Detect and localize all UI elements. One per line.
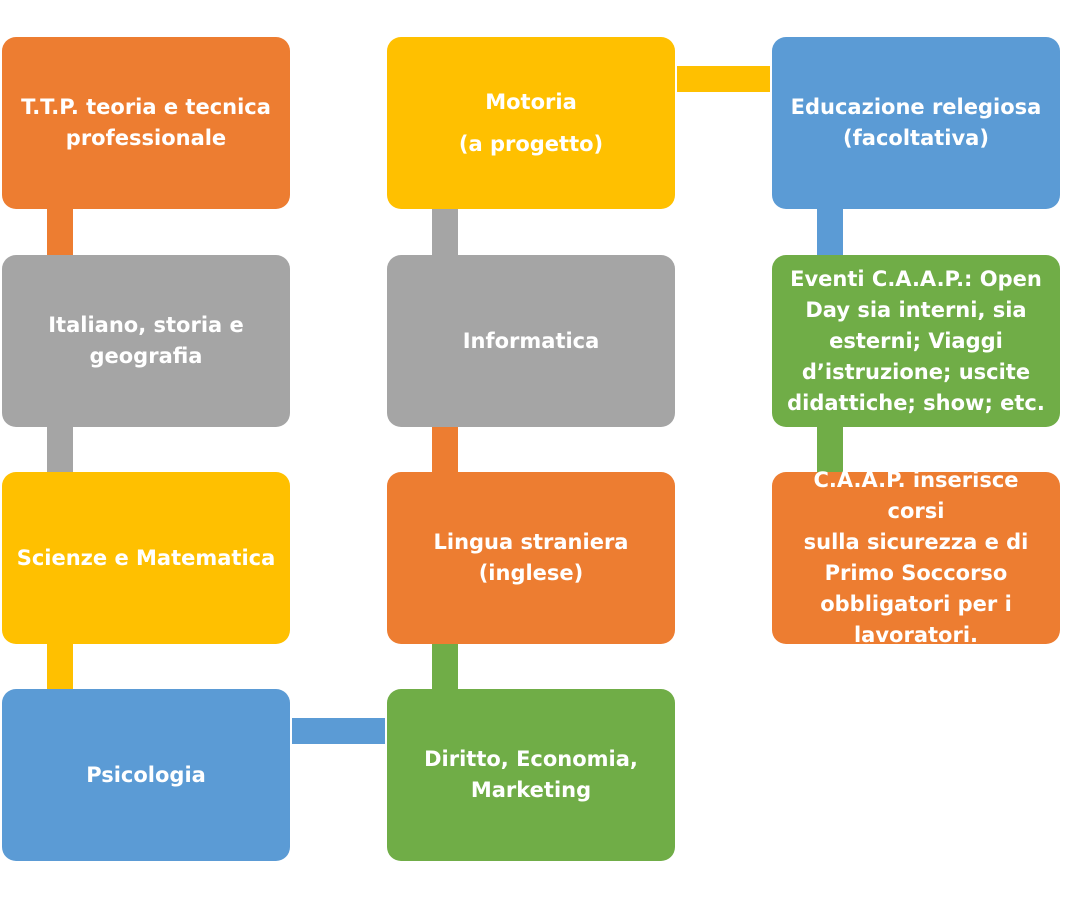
connector-scienze-psicologia	[47, 644, 73, 690]
connector-motoria-religione	[677, 66, 770, 92]
node-psicologia-label: Psicologia	[86, 762, 206, 787]
connector-italiano-scienze	[47, 427, 73, 473]
node-informatica: Informatica	[387, 255, 675, 427]
node-corsi-label: C.A.A.P. inserisce corsi sulla sicurezza…	[803, 468, 1029, 647]
node-psicologia: Psicologia	[2, 689, 290, 861]
node-ttp: T.T.P. teoria e tecnica professionale	[2, 37, 290, 209]
connector-lingua-informatica	[432, 427, 458, 473]
connector-religione-eventi	[817, 209, 843, 255]
node-religione-label: Educazione relegiosa (facoltativa)	[790, 95, 1042, 150]
node-lingua: Lingua straniera (inglese)	[387, 472, 675, 644]
node-corsi: C.A.A.P. inserisce corsi sulla sicurezza…	[772, 468, 1060, 647]
node-scienze: Scienze e Matematica	[2, 472, 290, 644]
node-motoria-label: Motoria (a progetto)	[458, 90, 604, 156]
node-eventi: Eventi C.A.A.P.: Open Day sia interni, s…	[772, 255, 1060, 427]
connector-informatica-motoria	[432, 209, 458, 255]
node-religione: Educazione relegiosa (facoltativa)	[772, 37, 1060, 209]
node-eventi-label: Eventi C.A.A.P.: Open Day sia interni, s…	[787, 266, 1045, 415]
node-ttp-label: T.T.P. teoria e tecnica professionale	[21, 95, 271, 150]
connector-ttp-italiano	[47, 209, 73, 255]
connector-diritto-lingua	[432, 644, 458, 690]
node-italiano: Italiano, storia e geografia	[2, 255, 290, 427]
connector-eventi-corsi	[817, 427, 843, 473]
node-motoria: Motoria (a progetto)	[387, 37, 675, 209]
node-scienze-label: Scienze e Matematica	[16, 545, 276, 570]
node-italiano-label: Italiano, storia e geografia	[48, 313, 244, 368]
node-lingua-label: Lingua straniera (inglese)	[433, 530, 629, 585]
node-diritto-label: Diritto, Economia, Marketing	[424, 747, 638, 802]
node-diritto: Diritto, Economia, Marketing	[387, 689, 675, 861]
connector-psicologia-diritto	[292, 718, 385, 744]
node-informatica-label: Informatica	[462, 328, 600, 353]
